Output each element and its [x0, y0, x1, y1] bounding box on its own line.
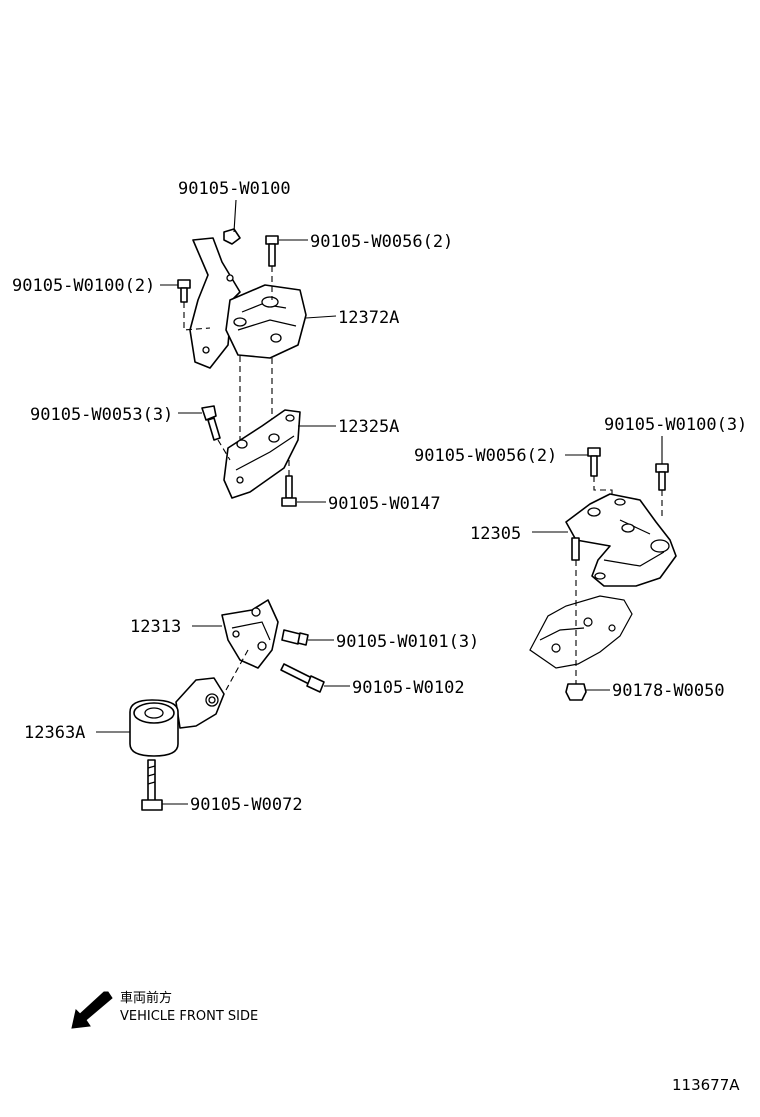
label-90105-W0056-2-right: 90105-W0056(2) [414, 446, 557, 466]
bolt-90105-W0056-right [587, 447, 601, 477]
label-12372A: 12372A [338, 308, 399, 328]
label-90105-W0053-3: 90105-W0053(3) [30, 405, 173, 425]
mount-12363A [129, 677, 225, 757]
nut-90178-W0050 [565, 683, 587, 701]
label-12313: 12313 [130, 617, 181, 637]
label-90105-W0147: 90105-W0147 [328, 494, 441, 514]
label-90105-W0072: 90105-W0072 [190, 795, 303, 815]
diagram-reference-number: 113677A [672, 1076, 740, 1094]
bolt-right-lower-stud [571, 537, 580, 561]
bolt-90105-W0147 [281, 475, 297, 507]
label-12305: 12305 [470, 524, 521, 544]
label-90178-W0050: 90178-W0050 [612, 681, 725, 701]
bolt-90105-W0053 [201, 405, 221, 441]
direction-label-english: VEHICLE FRONT SIDE [120, 1009, 258, 1024]
mount-12305 [565, 493, 677, 587]
bolt-90105-W0100-left [177, 279, 191, 303]
mount-12325A [223, 409, 301, 499]
bolt-90105-W0056-upper [265, 235, 279, 267]
label-12325A: 12325A [338, 417, 399, 437]
bolt-90105-W0102 [280, 663, 325, 693]
bolt-90105-W0100-right [655, 463, 669, 491]
bracket-12313 [221, 599, 279, 669]
bolt-90105-W0100-top [223, 228, 241, 245]
label-90105-W0100-2: 90105-W0100(2) [12, 276, 155, 296]
direction-label-japanese: 車両前方 [120, 990, 172, 1006]
label-90105-W0101-3: 90105-W0101(3) [336, 632, 479, 652]
front-arrow-icon [71, 991, 113, 1029]
label-90105-W0100-3: 90105-W0100(3) [604, 415, 747, 435]
label-90105-W0056-2-upper: 90105-W0056(2) [310, 232, 453, 252]
label-90105-W0102: 90105-W0102 [352, 678, 465, 698]
engine-bracket-partial [529, 595, 633, 669]
bolt-90105-W0072 [141, 759, 163, 811]
bolt-90105-W0101 [281, 629, 309, 646]
label-12363A: 12363A [24, 723, 85, 743]
bracket-12372A [189, 237, 307, 369]
label-90105-W0100-top: 90105-W0100 [178, 179, 291, 199]
